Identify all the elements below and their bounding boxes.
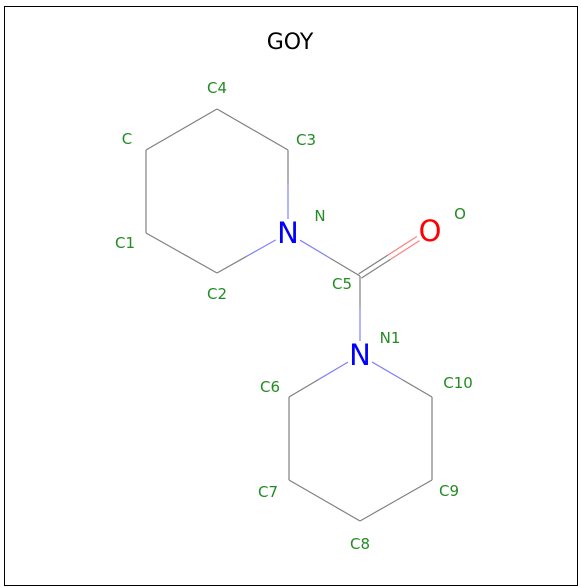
bond-line [216, 255, 247, 274]
bond-line [395, 479, 433, 502]
atom-label-C6: C6 [260, 378, 280, 396]
bond-N1-C6 [288, 361, 349, 398]
bond-line [318, 361, 349, 381]
bond-C2-N [216, 239, 277, 274]
bond-line [358, 254, 389, 275]
bond-line [387, 235, 418, 256]
bond-line [324, 499, 361, 522]
bond-line [390, 240, 420, 260]
bond-line [288, 479, 325, 502]
bond-line [329, 257, 361, 277]
bonds-layer [145, 108, 433, 522]
diagram-frame [4, 6, 578, 586]
atom-label-O: O [454, 205, 466, 223]
bond-line [359, 499, 397, 522]
diagram-title: GOY [267, 30, 314, 55]
atom-label-C: C [122, 130, 132, 148]
bond-line [288, 379, 319, 398]
bond-C4-C3 [216, 108, 289, 151]
bond-C5-O [358, 235, 420, 279]
bond-line [246, 239, 277, 257]
bond-line [181, 108, 218, 131]
bond-C4-C [145, 108, 218, 151]
bond-C9-C8 [359, 479, 433, 522]
atom-label-C2: C2 [207, 285, 227, 303]
atom-symbol-N1: N [349, 338, 371, 372]
atom-label-N: N [314, 207, 325, 225]
bond-line [361, 258, 391, 279]
atom-label-N1: N1 [380, 329, 401, 347]
bond-N1-C10 [371, 361, 433, 398]
bond-line [181, 252, 218, 274]
bond-line [252, 128, 289, 151]
atom-label-C7: C7 [258, 483, 278, 501]
bond-line [145, 128, 182, 151]
atom-label-C8: C8 [350, 535, 370, 553]
atoms-layer: N O N [277, 214, 441, 372]
bond-line [401, 379, 433, 398]
bond-N-C5 [299, 239, 361, 277]
bond-line [216, 108, 253, 131]
atom-label-C4: C4 [207, 79, 227, 97]
atom-symbol-N: N [277, 216, 299, 250]
atom-label-C9: C9 [439, 482, 459, 500]
atom-label-C1: C1 [115, 234, 135, 252]
atom-label-C10: C10 [443, 374, 473, 392]
bond-line [145, 232, 182, 254]
atom-symbol-O: O [419, 214, 442, 248]
bond-C1-C2 [145, 232, 218, 274]
bond-C7-C8 [288, 479, 361, 522]
bond-line [299, 239, 331, 259]
atom-label-C3: C3 [296, 131, 316, 149]
bond-line [371, 361, 403, 381]
atom-label-C5: C5 [332, 275, 352, 293]
